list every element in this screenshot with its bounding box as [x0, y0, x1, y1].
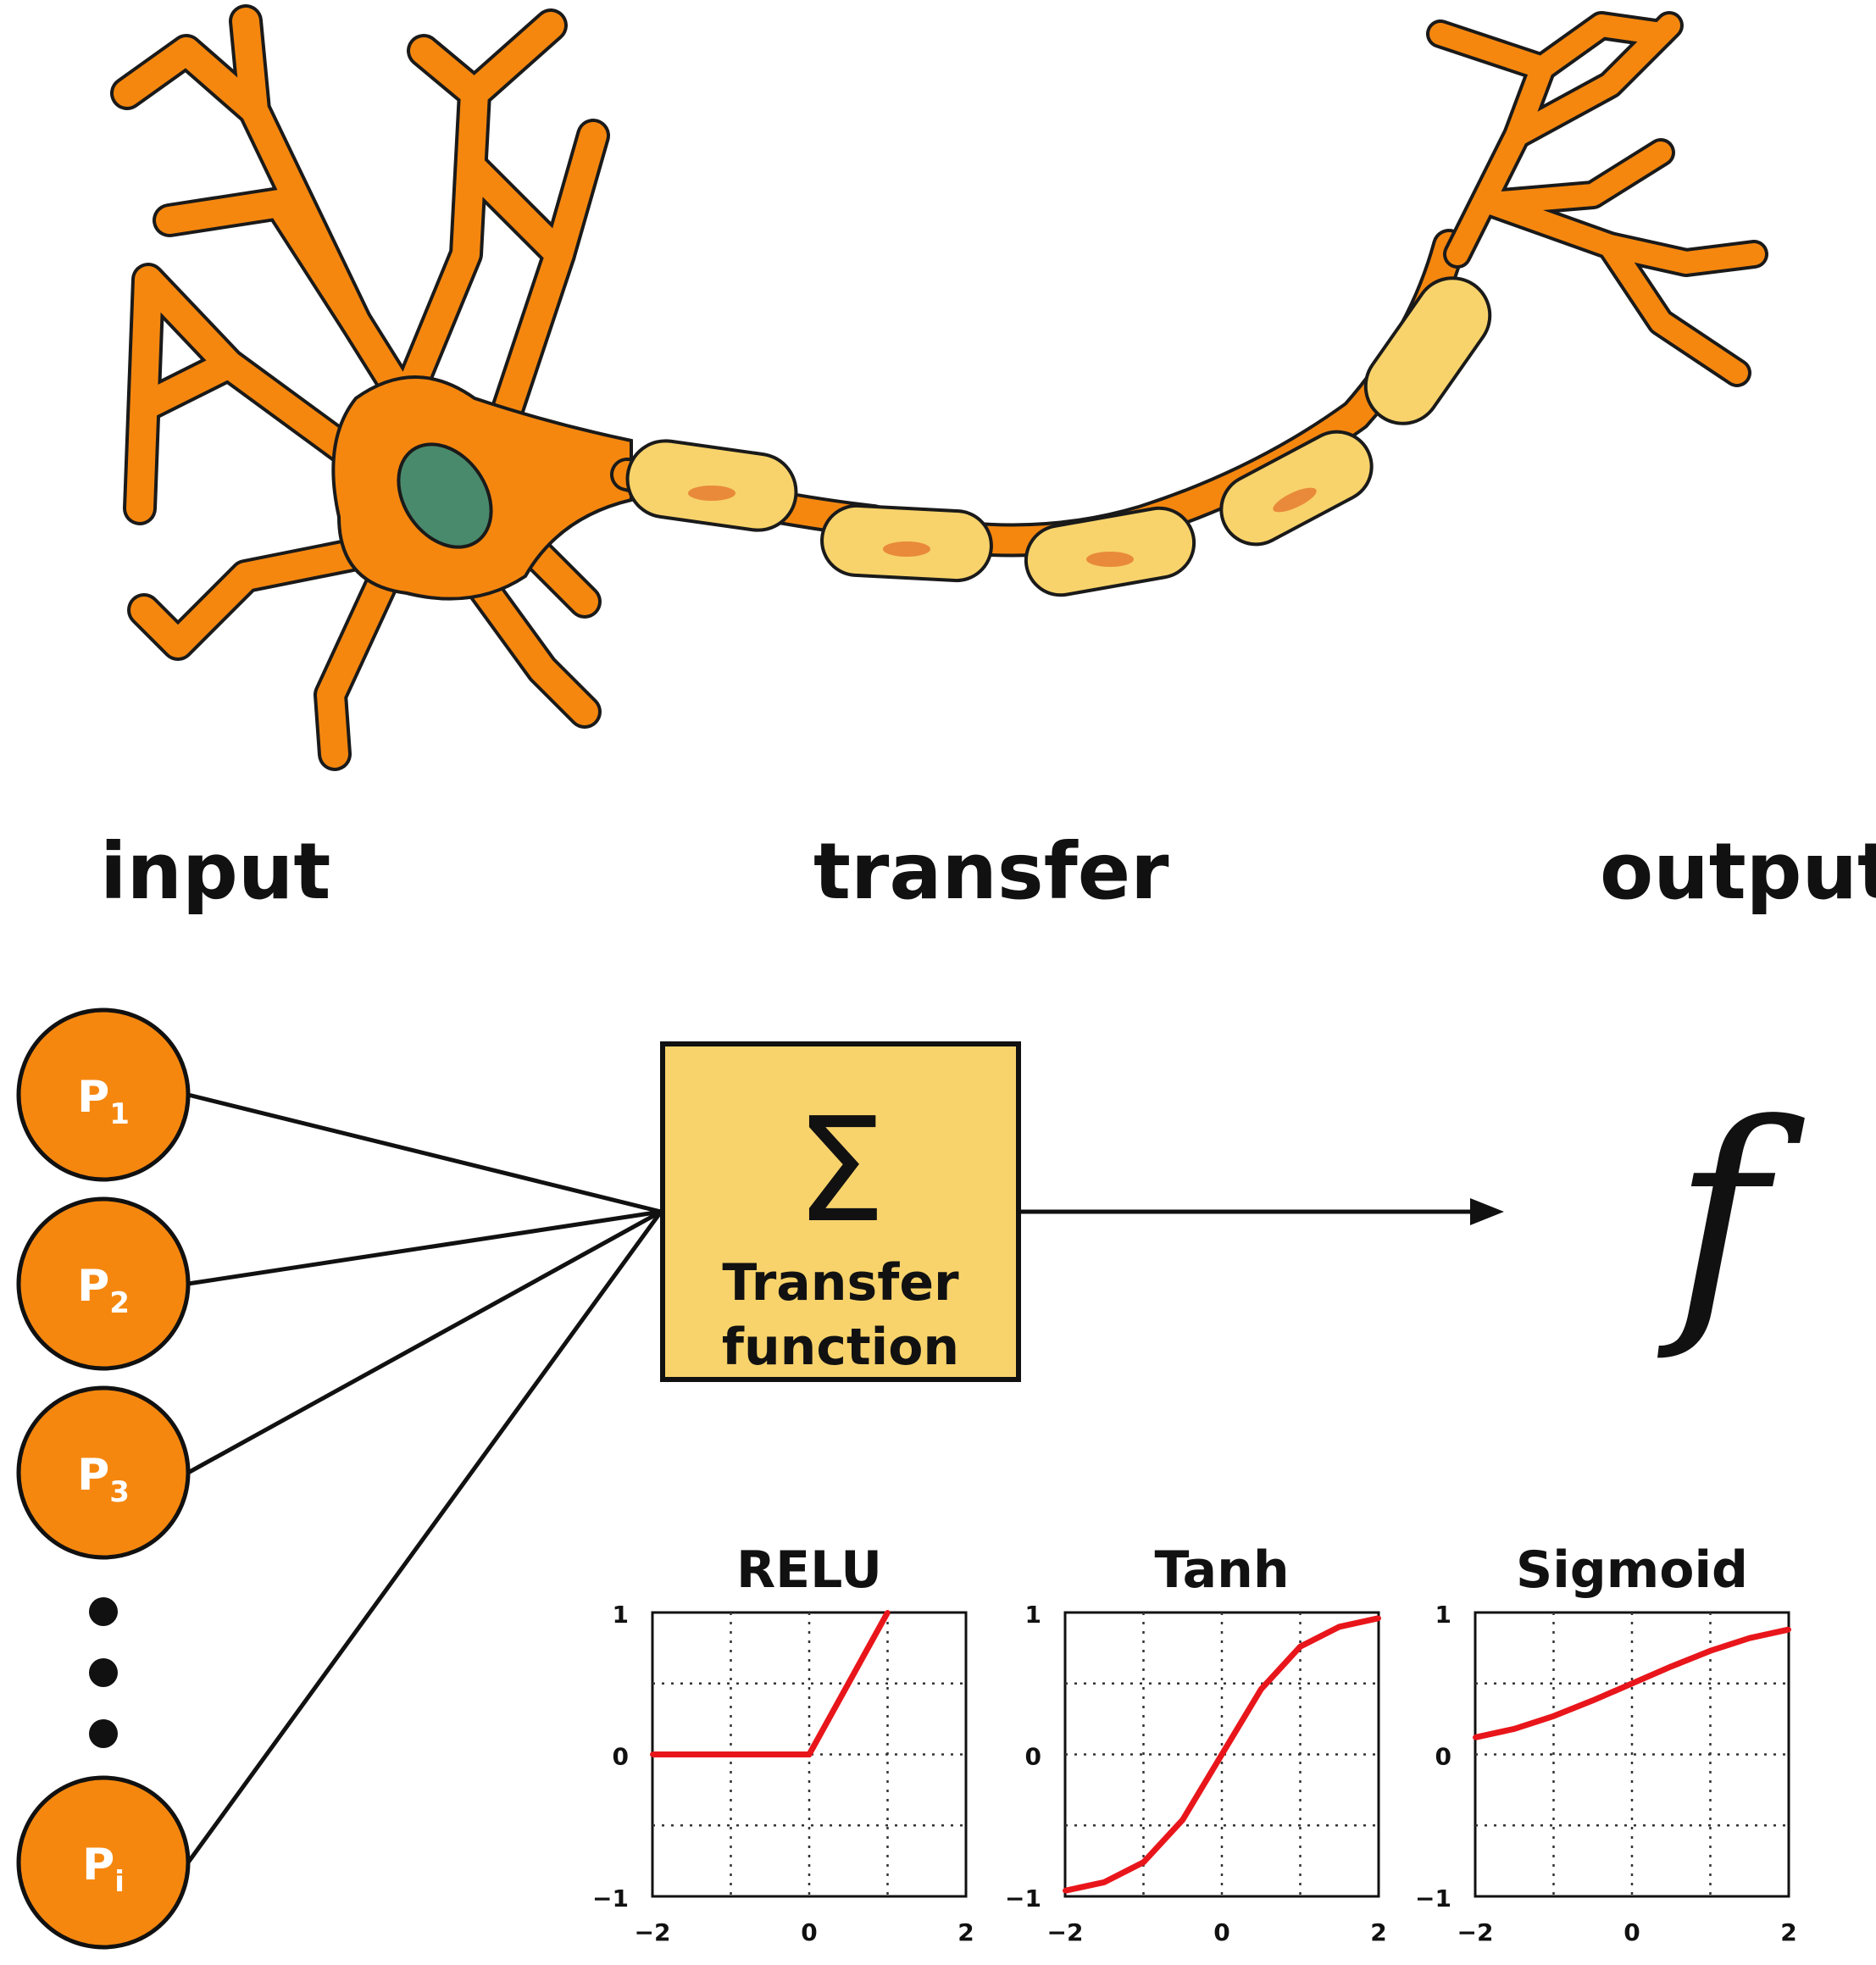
- dendrites: [110, 4, 610, 771]
- svg-text:P3: P3: [77, 1450, 130, 1509]
- input-node-base: P: [82, 1840, 114, 1890]
- svg-text:Pi: Pi: [82, 1840, 125, 1899]
- svg-text:P2: P2: [77, 1261, 130, 1320]
- data-point: [1179, 1817, 1185, 1823]
- y-tick-label: 0: [1435, 1743, 1451, 1771]
- connection-line: [186, 1209, 663, 1475]
- chart-tanh: Tanh −2 0 2 1 0 −1: [1005, 1540, 1387, 1946]
- data-point: [1219, 1751, 1224, 1757]
- nucleus: [397, 442, 493, 549]
- x-tick-label: 0: [1213, 1918, 1229, 1946]
- data-point: [1707, 1648, 1713, 1654]
- data-point: [1297, 1644, 1303, 1650]
- activation-charts: RELU −2 0 2 1 0 −1 Tanh −2 0 2 1 0 −1 Sigmoid −2 0 2 1 0 −1: [592, 1540, 1797, 1946]
- myelin-segment: [1219, 430, 1374, 547]
- y-tick-label: −1: [592, 1885, 629, 1912]
- input-node-sub: 1: [109, 1097, 130, 1131]
- input-node: P3: [16, 1385, 191, 1560]
- ellipsis-dots: [89, 1597, 118, 1748]
- data-point: [1551, 1713, 1557, 1719]
- data-point: [1063, 1888, 1068, 1894]
- data-point: [807, 1751, 812, 1757]
- y-tick-label: 1: [613, 1601, 629, 1629]
- myelin-sheaths: [625, 276, 1492, 597]
- y-tick-label: 1: [1435, 1601, 1451, 1629]
- connection-line: [187, 1092, 662, 1214]
- data-point: [650, 1751, 655, 1757]
- transfer-function-line1: Transfer: [722, 1253, 959, 1313]
- data-point: [1336, 1624, 1342, 1629]
- x-tick-label: 2: [957, 1918, 974, 1946]
- chart-sigmoid: Sigmoid −2 0 2 1 0 −1: [1415, 1540, 1797, 1946]
- input-node-base: P: [77, 1072, 109, 1123]
- y-tick-label: −1: [1005, 1885, 1041, 1912]
- data-point: [1590, 1697, 1596, 1703]
- label-transfer: transfer: [813, 826, 1169, 917]
- data-point: [1786, 1627, 1791, 1633]
- svg-text:P1: P1: [77, 1072, 130, 1131]
- neuron-illustration: [110, 4, 1768, 771]
- data-point: [1102, 1879, 1107, 1885]
- x-tick-label: −2: [1047, 1918, 1084, 1946]
- data-point: [1141, 1859, 1146, 1865]
- y-tick-label: 0: [613, 1743, 629, 1771]
- chart-title: Sigmoid: [1516, 1540, 1748, 1600]
- data-point: [1376, 1615, 1381, 1621]
- data-point: [1668, 1663, 1674, 1669]
- x-tick-label: 2: [1370, 1918, 1386, 1946]
- input-node-base: P: [77, 1450, 109, 1501]
- data-point: [1746, 1635, 1752, 1641]
- y-tick-label: 1: [1025, 1601, 1041, 1629]
- chart-title: RELU: [736, 1540, 882, 1600]
- input-node-sub: 3: [109, 1475, 130, 1509]
- output-arrow: [1018, 1198, 1504, 1225]
- connection-line: [186, 1210, 663, 1864]
- output-function-symbol: f: [1657, 1069, 1808, 1365]
- data-point: [1512, 1726, 1518, 1732]
- input-node-base: P: [77, 1261, 109, 1312]
- chart-title: Tanh: [1154, 1540, 1289, 1600]
- input-node-sub: i: [114, 1865, 125, 1899]
- transfer-function-box: Σ Transfer function: [660, 1041, 1021, 1382]
- transfer-function-line2: function: [722, 1318, 959, 1377]
- data-point: [1473, 1735, 1478, 1740]
- data-point: [885, 1610, 891, 1615]
- input-node-sub: 2: [109, 1286, 130, 1320]
- grid-lines: [1475, 1613, 1789, 1896]
- x-tick-label: −2: [1457, 1918, 1494, 1946]
- input-node: P1: [16, 1007, 191, 1182]
- y-tick-label: −1: [1415, 1885, 1451, 1912]
- input-node: P2: [16, 1196, 191, 1371]
- chart-relu: RELU −2 0 2 1 0 −1: [592, 1540, 974, 1946]
- connection-line: [187, 1209, 662, 1286]
- input-node: Pi: [16, 1775, 191, 1950]
- myelin-segment: [1363, 276, 1492, 425]
- data-point: [1258, 1686, 1264, 1692]
- x-tick-label: 0: [801, 1918, 817, 1946]
- input-connections: [186, 1092, 663, 1864]
- x-tick-label: 2: [1780, 1918, 1796, 1946]
- input-nodes: P1 P2 P3 Pi: [16, 1007, 191, 1950]
- label-output: output: [1600, 826, 1876, 917]
- x-tick-label: −2: [635, 1918, 671, 1946]
- data-point: [1629, 1680, 1635, 1686]
- label-input: input: [100, 826, 330, 917]
- axon-terminals: [1426, 11, 1768, 387]
- y-tick-label: 0: [1025, 1743, 1041, 1771]
- sigma-symbol: Σ: [795, 1087, 885, 1255]
- x-tick-label: 0: [1623, 1918, 1640, 1946]
